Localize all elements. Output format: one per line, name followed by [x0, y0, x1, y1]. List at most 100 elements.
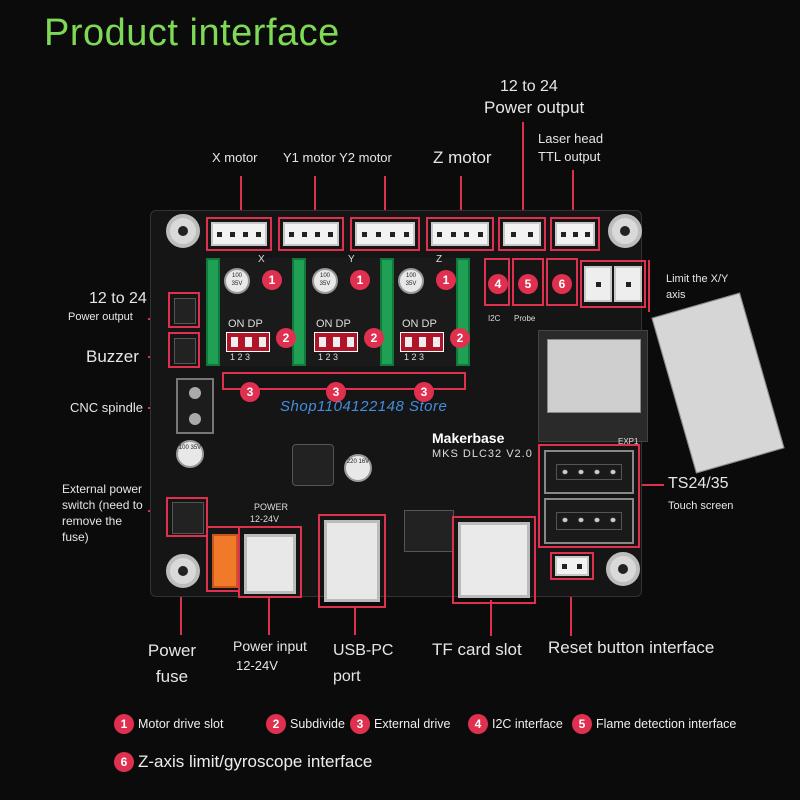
- buzzer-label: Buzzer: [86, 347, 139, 366]
- usb-chip: [404, 510, 454, 552]
- power-output-top-label-2: Power output: [484, 98, 585, 117]
- y-motors-label: Y1 motor Y2 motor: [283, 150, 392, 165]
- z-motor-callout: [460, 176, 462, 216]
- ts-connector-box: [538, 444, 640, 548]
- tf-card-slot: [458, 522, 530, 598]
- legend-text-6: Z-axis limit/gyroscope interface: [138, 752, 373, 771]
- power-output-top-connector: [503, 222, 541, 246]
- dip-switch-y[interactable]: [314, 332, 358, 352]
- reset-callout: [570, 580, 572, 636]
- tf-card-label: TF card slot: [432, 640, 522, 659]
- legend-item-3: 3 External drive: [350, 714, 450, 734]
- i2c-silk: I2C: [488, 314, 501, 323]
- z-motor-label: Z motor: [433, 148, 492, 167]
- legend-num-5: 5: [572, 714, 592, 734]
- marker-2-z: 2: [450, 328, 470, 348]
- legend-item-5: 5 Flame detection interface: [572, 714, 736, 734]
- power-fuse-label: Power fuse: [147, 641, 197, 686]
- laser-ttl-connector: [555, 222, 595, 246]
- dip-nums-z: 1 2 3: [404, 352, 425, 362]
- z-limit-box: [546, 258, 578, 306]
- marker-1-x: 1: [262, 270, 282, 290]
- power-input-jack: [244, 534, 296, 594]
- legend-item-1: 1 Motor drive slot: [114, 714, 223, 734]
- axis-y-label: Y: [348, 254, 355, 265]
- mount-hole-br: [606, 552, 640, 586]
- tf-card-box: [452, 516, 536, 604]
- exp1-silk: EXP1: [618, 437, 639, 446]
- laser-head-label: Laser head: [538, 131, 604, 146]
- marker-4: 4: [488, 274, 508, 294]
- y1-motor-callout: [314, 176, 316, 216]
- dip-switch-z[interactable]: [400, 332, 444, 352]
- limit-x-connector: [584, 266, 612, 302]
- ext-switch-connector: [172, 502, 204, 534]
- power-output-top-label-1: 12 to 24: [500, 78, 558, 95]
- laser-ttl-box: [550, 217, 600, 251]
- axis-x-label: X: [258, 254, 265, 265]
- capacitor-y: 100 35V: [312, 268, 338, 294]
- power-fuse-callout: [180, 575, 182, 635]
- ts-label: TS24/35: [668, 475, 729, 492]
- marker-3-x: 3: [240, 382, 260, 402]
- dip-nums-x: 1 2 3: [230, 352, 251, 362]
- usb-callout: [354, 607, 356, 635]
- marker-6: 6: [552, 274, 572, 294]
- usb-pc-port: [324, 520, 380, 602]
- x-motor-callout: [240, 176, 242, 216]
- legend-item-2: 2 Subdivide: [266, 714, 345, 734]
- watermark: Shop1104122148 Store: [280, 398, 448, 415]
- legend-text-1: Motor drive slot: [138, 717, 224, 731]
- ts-connector-bottom: [544, 498, 634, 544]
- marker-1-z: 1: [436, 270, 456, 290]
- on-dp-x: ON DP: [228, 318, 263, 330]
- power-output-left-label-2: Power output: [68, 311, 133, 323]
- x-motor-connector: [211, 222, 267, 246]
- marker-3-z: 3: [414, 382, 434, 402]
- power-input-callout: [268, 597, 270, 635]
- marker-2-x: 2: [276, 328, 296, 348]
- inductor: [292, 444, 334, 486]
- y2-motor-callout: [384, 176, 386, 216]
- laser-head-callout: [572, 170, 574, 216]
- capacitor-220: 220 16V: [344, 454, 372, 482]
- y2-motor-connector: [355, 222, 415, 246]
- flame-box: [512, 258, 544, 306]
- power-input-voltage-label: 12-24V: [236, 658, 278, 673]
- reset-label: Reset button interface: [548, 638, 715, 657]
- capacitor-x: 100 35V: [224, 268, 250, 294]
- probe-silk: Probe: [514, 314, 536, 323]
- marker-3-y: 3: [326, 382, 346, 402]
- wifi-antenna: [651, 292, 785, 474]
- buzzer-box: [168, 332, 200, 368]
- legend-num-3: 3: [350, 714, 370, 734]
- mount-hole-bl: [166, 554, 200, 588]
- limit-callout: [648, 260, 650, 312]
- ts-connector-top: [544, 450, 634, 494]
- dip-switch-x[interactable]: [226, 332, 270, 352]
- power-fuse: [212, 534, 238, 588]
- power-output-left-label-1: 12 to 24: [89, 290, 147, 307]
- reset-box: [550, 552, 594, 580]
- ttl-output-label: TTL output: [538, 149, 601, 164]
- y2-motor-connector-box: [350, 217, 420, 251]
- legend-item-4: 4 I2C interface: [468, 714, 563, 734]
- tf-callout: [490, 600, 492, 636]
- power-output-top-box: [498, 217, 546, 251]
- cnc-spindle-label: CNC spindle: [70, 400, 143, 415]
- reset-connector: [555, 556, 589, 576]
- y1-motor-connector: [283, 222, 339, 246]
- z-motor-connector: [431, 222, 489, 246]
- buzzer-connector: [174, 338, 196, 364]
- z-motor-connector-box: [426, 217, 494, 251]
- limit-xy-label: Limit the X/Y axis: [666, 273, 729, 301]
- marker-5: 5: [518, 274, 538, 294]
- legend-text-2: Subdivide: [290, 717, 345, 731]
- driver-header-z-right: [456, 258, 470, 366]
- x-motor-connector-box: [206, 217, 272, 251]
- legend-text-5: Flame detection interface: [596, 717, 737, 731]
- limit-y-connector: [614, 266, 642, 302]
- power-input-label: Power input: [233, 638, 307, 654]
- capacitor-power: 100 35V: [176, 440, 204, 468]
- axis-z-label: Z: [436, 254, 443, 265]
